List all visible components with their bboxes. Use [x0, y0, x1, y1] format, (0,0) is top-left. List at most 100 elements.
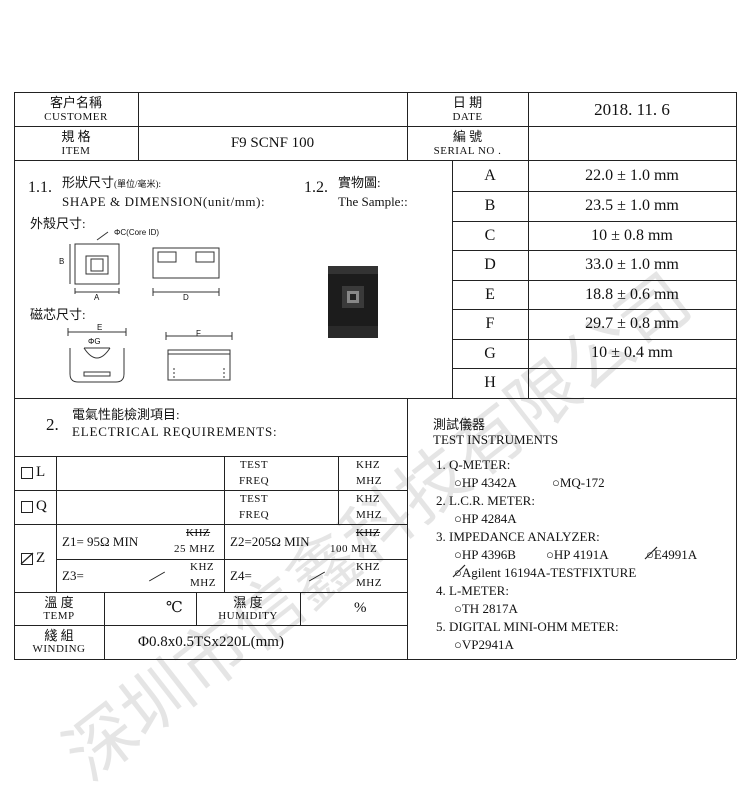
q-test-label: TEST: [239, 493, 269, 505]
z3-spec: Z3=: [62, 568, 84, 583]
divider: [452, 280, 736, 281]
dim-key-b: B: [484, 197, 496, 214]
z1-freq: 25 MHZ: [174, 543, 216, 555]
dim-value-g: 10 ± 0.4 mm: [591, 344, 673, 361]
dim-f: F: [196, 329, 201, 338]
date-label-cn: 日 期: [452, 95, 483, 110]
impedance-option-b[interactable]: ○HP 4191A: [546, 547, 609, 562]
item-value: F9 SCNF 100: [230, 135, 315, 151]
z1-spec: Z1= 95Ω MIN: [62, 534, 139, 549]
row-l-label: L: [36, 464, 46, 480]
lmeter-option-a[interactable]: ○TH 2817A: [454, 601, 518, 616]
divider: [56, 559, 407, 560]
dim-key-d: D: [484, 256, 496, 273]
impedance-option-d[interactable]: ○Agilent 16194A-TESTFIXTURE: [454, 565, 637, 580]
dim-value-b: 23.5 ± 1.0 mm: [585, 197, 679, 214]
temp-label-cn: 溫 度: [44, 595, 74, 610]
item-label-en: ITEM: [61, 145, 91, 157]
divider: [196, 592, 197, 625]
temp-label-en: TEMP: [43, 610, 75, 622]
z4-spec: Z4=: [230, 568, 252, 583]
divider: [528, 92, 529, 160]
core-label: 磁芯尺寸:: [30, 307, 86, 322]
z3-mhz: MHZ: [190, 577, 216, 589]
frame-top: [14, 92, 736, 93]
qmeter-heading: 1. Q-METER:: [436, 457, 511, 472]
humidity-unit: %: [354, 600, 367, 616]
impedance-d-check-mark: [452, 564, 466, 578]
item-label-cn: 規 格: [61, 129, 91, 144]
row-z-label: Z: [36, 550, 46, 566]
dim-phi-c: ΦC(Core ID): [114, 228, 160, 237]
l-test-label: TEST: [239, 459, 269, 471]
winding-label-cn: 綫 組: [44, 628, 74, 643]
customer-label-cn: 客户名稱: [49, 95, 102, 110]
instruments-title-en: TEST INSTRUMENTS: [433, 432, 559, 447]
divider: [56, 456, 57, 592]
q-freq-label: FREQ: [238, 509, 270, 521]
divider: [452, 250, 736, 251]
divider: [452, 339, 736, 340]
q-khz: KHZ: [356, 493, 381, 505]
z3-khz: KHZ: [190, 561, 215, 573]
qmeter-option-a[interactable]: ○HP 4342A: [454, 475, 517, 490]
divider: [14, 456, 407, 457]
l-mhz: MHZ: [356, 475, 382, 487]
dim-e: E: [97, 323, 103, 332]
divider: [452, 309, 736, 310]
lcr-option-a[interactable]: ○HP 4284A: [454, 511, 517, 526]
divider: [452, 160, 453, 398]
dim-key-g: G: [484, 345, 496, 362]
ohm-heading: 5. DIGITAL MINI-OHM METER:: [436, 619, 619, 634]
ohm-option-a[interactable]: ○VP2941A: [454, 637, 514, 652]
dim-key-c: C: [484, 227, 496, 244]
impedance-c-check-mark: [644, 546, 658, 560]
dim-a: A: [94, 293, 100, 302]
row-q-label: Q: [36, 498, 47, 514]
z4-khz: KHZ: [356, 561, 381, 573]
dim-d: D: [183, 293, 189, 302]
qmeter-option-b[interactable]: ○MQ-172: [552, 475, 605, 490]
divider: [138, 92, 139, 160]
divider: [452, 191, 736, 192]
dim-g: ΦG: [88, 337, 101, 346]
dim-key-a: A: [484, 167, 496, 184]
divider: [104, 625, 105, 659]
divider: [338, 456, 339, 524]
divider: [104, 592, 105, 625]
q-checkbox[interactable]: [21, 501, 33, 513]
divider: [14, 126, 736, 127]
divider: [528, 160, 529, 398]
electrical-num: 2.: [46, 415, 59, 434]
divider: [224, 456, 225, 592]
shape-title-cn: 形狀尺寸(單位/毫米):: [62, 175, 162, 190]
z2-spec: Z2=205Ω MIN: [230, 534, 310, 549]
lmeter-heading: 4. L-METER:: [436, 583, 509, 598]
l-freq-label: FREQ: [238, 475, 270, 487]
outer-case-drawing: [69, 231, 220, 296]
z2-freq: 100 MHZ: [330, 543, 378, 555]
divider: [14, 160, 736, 161]
impedance-heading: 3. IMPEDANCE ANALYZER:: [436, 529, 600, 544]
z1-khz: KHZ: [186, 527, 211, 539]
serial-label-en: SERIAL NO .: [433, 145, 502, 157]
l-checkbox[interactable]: [21, 467, 33, 479]
sample-num: 1.2.: [304, 179, 328, 196]
dim-key-h: H: [484, 374, 496, 391]
dim-value-a: 22.0 ± 1.0 mm: [585, 167, 679, 184]
divider: [407, 92, 408, 160]
customer-label-en: CUSTOMER: [44, 111, 108, 123]
serial-label-cn: 編 號: [452, 129, 483, 144]
divider: [14, 490, 407, 491]
outer-label: 外殼尺寸:: [30, 216, 86, 231]
temp-unit: ℃: [166, 600, 183, 616]
sample-title-en: The Sample::: [338, 194, 408, 209]
instruments-title-cn: 測試儀器: [433, 417, 486, 432]
divider: [407, 398, 408, 659]
dim-key-f: F: [485, 315, 495, 332]
core-drawing: [67, 328, 233, 383]
date-value: 2018. 11. 6: [594, 100, 670, 119]
impedance-option-a[interactable]: ○HP 4396B: [454, 547, 516, 562]
z-checkbox[interactable]: [21, 553, 33, 565]
q-mhz: MHZ: [356, 509, 382, 521]
